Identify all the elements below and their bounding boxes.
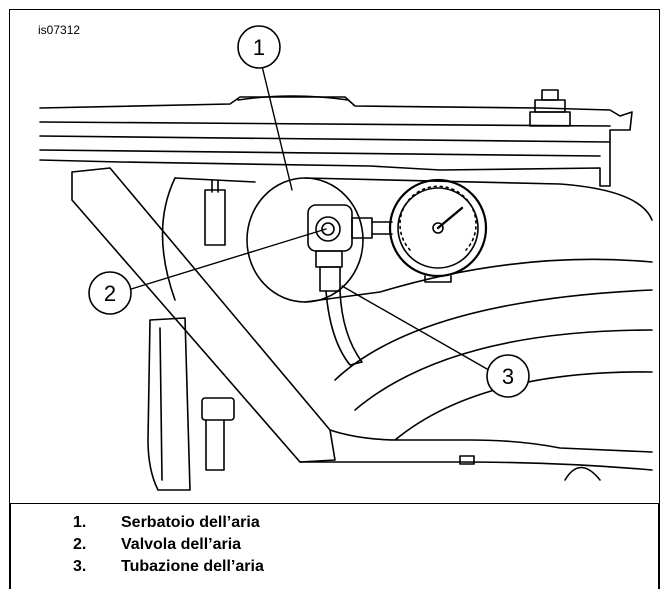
legend-label: Valvola dell’aria xyxy=(121,536,242,553)
technical-illustration: 1 2 3 xyxy=(39,25,653,491)
callout-3: 3 xyxy=(486,354,530,398)
legend-item: 3. Tubazione dell’aria xyxy=(73,556,264,578)
legend-item: 1. Serbatoio dell’aria xyxy=(73,512,264,534)
figure-frame xyxy=(9,9,660,504)
clip-detail xyxy=(459,455,475,465)
right-rule xyxy=(658,504,660,589)
left-rule xyxy=(9,504,11,589)
leader-lines xyxy=(127,65,488,370)
legend-label: Serbatoio dell’aria xyxy=(121,514,260,531)
callout-1: 1 xyxy=(237,25,281,69)
dome-detail xyxy=(564,466,601,481)
parts-legend: 1. Serbatoio dell’aria 2. Valvola dell’a… xyxy=(73,512,264,578)
side-bracket xyxy=(147,179,235,491)
legend-number: 3. xyxy=(73,558,87,575)
figure-id-label: is07312 xyxy=(38,23,81,37)
legend-item: 2. Valvola dell’aria xyxy=(73,534,264,556)
valve-assembly xyxy=(307,204,393,366)
callout-2: 2 xyxy=(88,271,132,315)
callout-number: 1 xyxy=(253,35,265,60)
air-tank-shape xyxy=(161,177,653,303)
legend-number: 1. xyxy=(73,514,87,531)
top-rail xyxy=(39,89,633,187)
legend-label: Tubazione dell’aria xyxy=(121,558,264,575)
callout-number: 2 xyxy=(104,281,116,306)
pressure-gauge xyxy=(388,178,488,283)
callout-number: 3 xyxy=(502,364,514,389)
legend-number: 2. xyxy=(73,536,87,553)
